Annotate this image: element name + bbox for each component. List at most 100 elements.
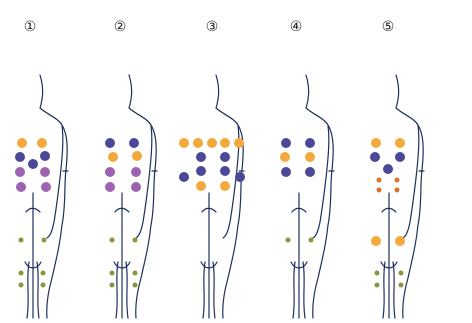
point-marker-olive <box>40 270 46 276</box>
point-marker-orange <box>280 152 290 162</box>
body-outline <box>113 74 158 319</box>
point-marker-orange <box>220 181 230 191</box>
panel-label-5: ⑤ <box>382 19 395 35</box>
point-marker-olive <box>18 237 24 243</box>
panel-5: ⑤ <box>370 19 425 319</box>
point-marker-olive <box>109 282 115 288</box>
point-marker-orange <box>234 138 244 148</box>
point-marker-purple <box>41 182 51 192</box>
point-marker-orange <box>179 138 189 148</box>
point-marker-darkorange <box>394 187 400 193</box>
outline-stroke-2 <box>402 125 420 239</box>
point-marker-orange <box>207 138 217 148</box>
outline-stroke-2 <box>222 125 240 239</box>
point-marker-orange <box>37 138 47 148</box>
point-marker-orange <box>371 236 381 246</box>
panel-label-2: ② <box>114 19 127 35</box>
panel-number: ② <box>114 19 127 35</box>
outline-stroke-1 <box>128 74 157 319</box>
point-marker-navy <box>305 138 315 148</box>
point-marker-orange <box>305 152 315 162</box>
point-marker-olive <box>109 270 115 276</box>
outline-stroke-5 <box>26 261 30 319</box>
point-marker-navy <box>235 172 245 182</box>
point-marker-orange <box>395 138 405 148</box>
point-marker-navy <box>15 152 25 162</box>
point-marker-orange <box>193 138 203 148</box>
point-marker-navy <box>305 167 315 177</box>
body-outline <box>380 74 425 319</box>
point-marker-purple <box>105 167 115 177</box>
panel-2: ② <box>105 19 158 319</box>
point-marker-darkorange <box>376 187 382 193</box>
outline-stroke-4 <box>290 192 308 319</box>
panel-number: ④ <box>290 19 303 35</box>
outline-stroke-1 <box>395 74 424 319</box>
point-marker-orange <box>196 181 206 191</box>
point-marker-purple <box>40 167 50 177</box>
point-marker-navy <box>179 172 189 182</box>
point-marker-olive <box>398 282 404 288</box>
panel-label-1: ① <box>24 19 37 35</box>
point-marker-olive <box>18 282 24 288</box>
point-marker-olive <box>18 270 24 276</box>
point-marker-darkorange <box>394 177 400 183</box>
point-marker-purple <box>105 182 115 192</box>
point-marker-navy <box>129 138 139 148</box>
point-marker-navy <box>383 164 393 174</box>
outline-stroke-6 <box>392 261 396 319</box>
point-marker-darkorange <box>376 177 382 183</box>
panel-3: ③ <box>179 19 245 319</box>
outline-stroke-6 <box>36 261 40 319</box>
point-marker-olive <box>374 282 380 288</box>
point-marker-purple <box>131 167 141 177</box>
outline-stroke-1 <box>215 74 244 319</box>
point-marker-navy <box>220 166 230 176</box>
point-marker-olive <box>132 270 138 276</box>
outline-stroke-5 <box>202 261 206 319</box>
point-marker-olive <box>374 270 380 276</box>
point-marker-olive <box>132 282 138 288</box>
outline-stroke-2 <box>312 125 330 239</box>
point-marker-purple <box>131 182 141 192</box>
outline-stroke-1 <box>305 74 334 319</box>
outline-stroke-4 <box>113 192 131 319</box>
point-marker-orange <box>108 152 118 162</box>
panel-number: ⑤ <box>382 19 395 35</box>
outline-stroke-6 <box>302 261 306 319</box>
point-marker-navy <box>196 166 206 176</box>
point-marker-navy <box>370 152 380 162</box>
point-marker-navy <box>281 167 291 177</box>
outline-stroke-1 <box>39 74 68 319</box>
outline-stroke-2 <box>135 125 153 239</box>
point-marker-olive <box>40 282 46 288</box>
point-marker-navy <box>281 138 291 148</box>
outline-stroke-6 <box>212 261 216 319</box>
outline-stroke-4 <box>380 192 398 319</box>
point-marker-purple <box>16 182 26 192</box>
point-marker-orange <box>395 236 405 246</box>
point-marker-orange <box>132 151 142 161</box>
point-marker-orange <box>17 138 27 148</box>
outline-stroke-4 <box>24 192 42 319</box>
panel-label-4: ④ <box>290 19 303 35</box>
point-marker-navy <box>105 138 115 148</box>
point-marker-olive <box>398 270 404 276</box>
body-outline <box>200 74 245 319</box>
point-marker-olive <box>41 237 47 243</box>
outline-stroke-5 <box>292 261 296 319</box>
point-marker-navy <box>220 152 230 162</box>
outline-stroke-4 <box>200 192 218 319</box>
panel-1: ① <box>15 19 69 319</box>
body-outline <box>24 74 69 319</box>
point-marker-olive <box>109 237 115 243</box>
panel-number: ① <box>24 19 37 35</box>
panel-number: ③ <box>206 19 219 35</box>
point-marker-orange <box>371 138 381 148</box>
panel-label-3: ③ <box>206 19 219 35</box>
outline-stroke-2 <box>46 125 64 239</box>
outline-stroke-5 <box>382 261 386 319</box>
point-marker-navy <box>28 159 38 169</box>
body-outline <box>290 74 335 319</box>
